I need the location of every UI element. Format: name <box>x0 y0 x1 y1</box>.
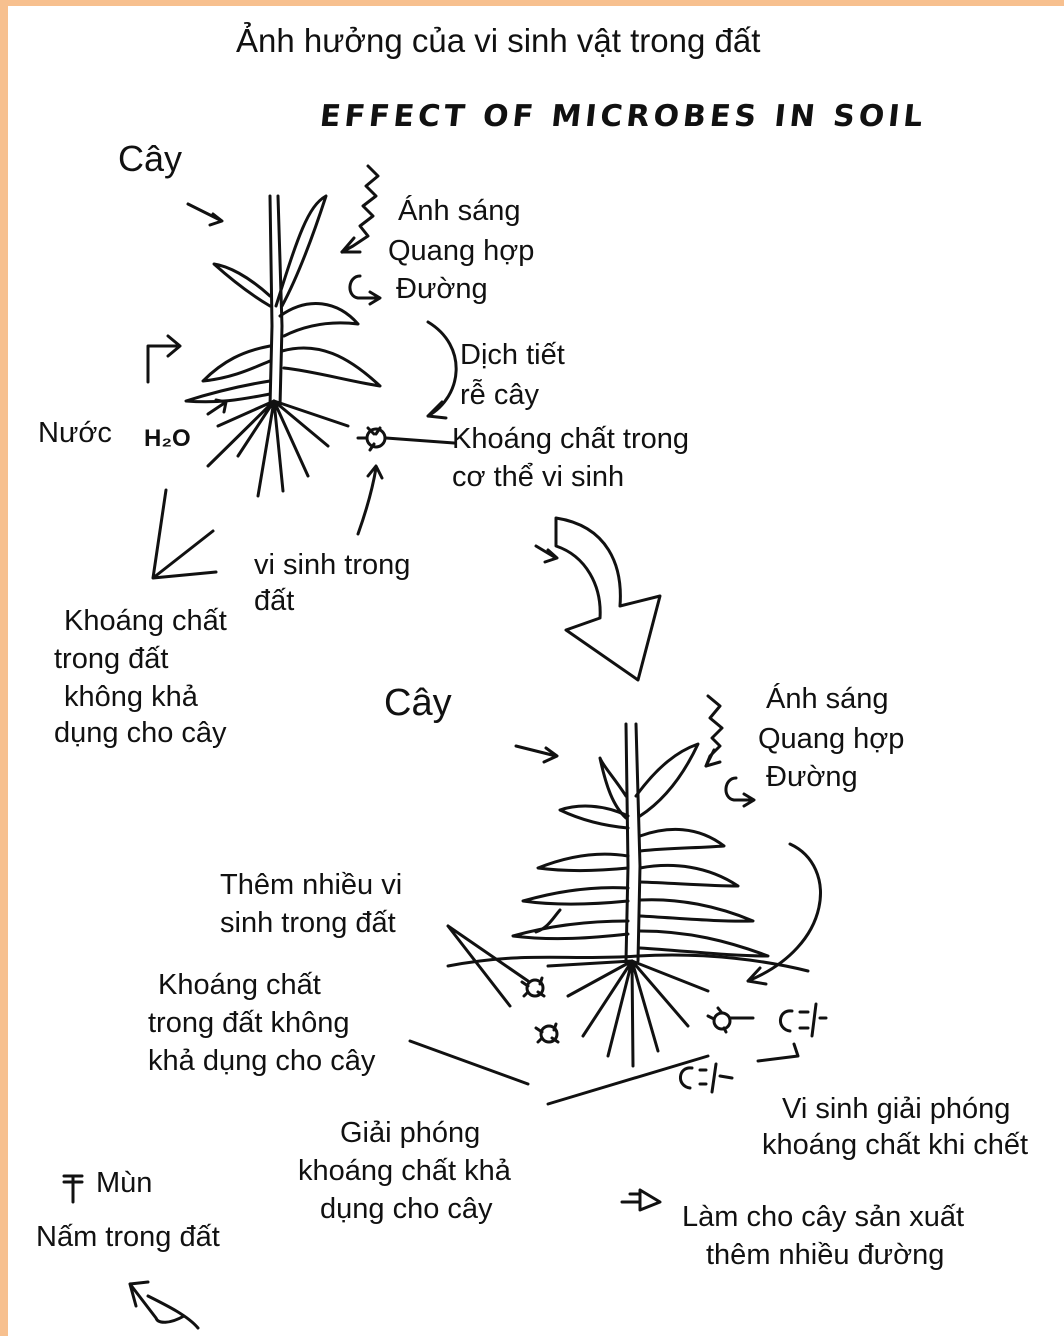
diagram-title: Ảnh hưởng của vi sinh vật trong đất <box>236 22 760 60</box>
bottom-photosynthesis-label: Quang hợp <box>758 720 904 758</box>
top-unavailable-label-4: dụng cho cây <box>54 714 227 752</box>
water-formula: H₂O <box>144 420 191 458</box>
fungi-label: Nấm trong đất <box>36 1218 220 1256</box>
humus-icon <box>64 1176 82 1202</box>
water-label: Nước <box>38 414 112 452</box>
top-unavailable-label-2: trong đất <box>54 640 168 678</box>
diagram-canvas: Ảnh hưởng của vi sinh vật trong đất EFFE… <box>8 6 1064 1336</box>
more-sugar-label-1: Làm cho cây sản xuất <box>682 1198 964 1236</box>
release-label-2: khoáng chất khả <box>298 1152 511 1190</box>
small-arrow-icon <box>622 1190 660 1210</box>
more-microbes-label-1: Thêm nhiều vi <box>220 866 402 904</box>
microbe-die-label-2: khoáng chất khi chết <box>762 1126 1028 1164</box>
bottom-unavailable-label-2: trong đất không <box>148 1004 350 1042</box>
bottom-unavailable-label-3: khả dụng cho cây <box>148 1042 375 1080</box>
big-down-arrow <box>556 518 660 680</box>
bottom-plant-drawing <box>410 546 826 1104</box>
microbe-mineral-label-1: Khoáng chất trong <box>452 420 689 458</box>
top-light-label: Ánh sáng <box>398 192 521 230</box>
root-exudates-label-1: Dịch tiết <box>460 336 565 374</box>
bottom-light-label: Ánh sáng <box>766 680 889 718</box>
more-microbes-label-2: sinh trong đất <box>220 904 396 942</box>
humus-label: Mùn <box>96 1164 152 1202</box>
microbe-mineral-label-2: cơ thể vi sinh <box>452 458 624 496</box>
top-unavailable-label-3: không khả <box>64 678 198 716</box>
top-unavailable-label-1: Khoáng chất <box>64 602 227 640</box>
handwritten-title: EFFECT OF MICROBES IN SOIL <box>318 98 928 136</box>
top-sugar-label: Đường <box>396 270 488 308</box>
bottom-plant-label: Cây <box>384 684 452 722</box>
top-photosynthesis-label: Quang hợp <box>388 232 534 270</box>
release-label-3: dụng cho cây <box>320 1190 493 1228</box>
bottom-sugar-label: Đường <box>766 758 858 796</box>
fungi-arrow-icon <box>130 1282 198 1328</box>
top-plant-label: Cây <box>118 140 182 178</box>
root-exudates-label-2: rễ cây <box>460 376 539 414</box>
bottom-unavailable-label-1: Khoáng chất <box>158 966 321 1004</box>
microbe-die-label-1: Vi sinh giải phóng <box>782 1090 1010 1128</box>
soil-microbe-label-2: đất <box>254 582 294 620</box>
soil-microbe-label-1: vi sinh trong <box>254 546 410 584</box>
more-sugar-label-2: thêm nhiều đường <box>706 1236 944 1274</box>
release-label-1: Giải phóng <box>340 1114 480 1152</box>
